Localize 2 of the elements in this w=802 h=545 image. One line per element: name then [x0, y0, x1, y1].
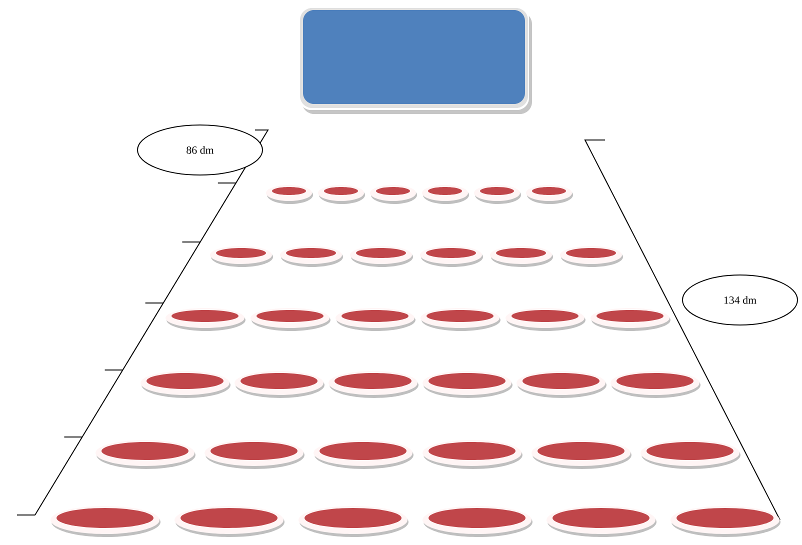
dimension-label: 134 dm: [682, 274, 798, 326]
dimension-label: 86 dm: [137, 124, 263, 176]
